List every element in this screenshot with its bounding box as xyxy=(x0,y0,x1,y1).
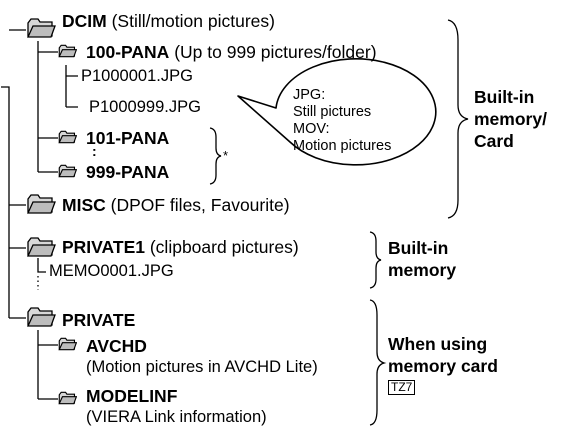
dcim-description: (Still/motion pictures) xyxy=(111,11,275,31)
folder-icon xyxy=(58,44,77,58)
folder-icon xyxy=(26,194,56,214)
pana100-folder-name: 100-PANA xyxy=(86,42,170,62)
file-last: P1000999.JPG xyxy=(89,98,201,116)
pana101-folder-name: 101-PANA xyxy=(86,128,170,148)
label-builtin-card-1: Built-in xyxy=(474,87,535,107)
private-folder-name: PRIVATE xyxy=(62,310,136,330)
folder-icon xyxy=(26,237,56,257)
folder-icon xyxy=(26,18,56,38)
pana999-folder-name: 999-PANA xyxy=(86,162,170,182)
private1-description: (clipboard pictures) xyxy=(149,237,299,257)
modelinf-description: (VIERA Link information) xyxy=(86,408,267,426)
folder-icon xyxy=(58,164,77,178)
label-memcard-2: memory card xyxy=(388,356,498,376)
ellipsis-dots: : xyxy=(92,143,97,159)
label-builtin-1: Built-in xyxy=(388,238,449,258)
callout-line-mov: MOV: xyxy=(293,121,330,137)
file-first: P1000001.JPG xyxy=(81,67,193,85)
dcim-row: DCIM (Still/motion pictures) xyxy=(62,11,275,32)
folder-icon xyxy=(58,130,77,144)
private1-folder-name: PRIVATE1 xyxy=(62,237,145,257)
avchd-folder-name: AVCHD xyxy=(86,336,147,356)
asterisk-note: * xyxy=(223,148,229,163)
misc-row: MISC (DPOF files, Favourite) xyxy=(62,195,290,216)
folder-icon xyxy=(58,391,77,405)
misc-folder-name: MISC xyxy=(62,195,106,215)
dcim-folder-name: DCIM xyxy=(62,11,107,31)
folder-icon xyxy=(26,307,56,327)
callout-line-motion: Motion pictures xyxy=(293,138,392,154)
label-memcard-1: When using xyxy=(388,334,488,354)
callout-line-still: Still pictures xyxy=(293,104,372,120)
private1-row: PRIVATE1 (clipboard pictures) xyxy=(62,237,299,258)
pana100-row: 100-PANA (Up to 999 pictures/folder) xyxy=(86,42,377,63)
label-builtin-card-2: memory/ xyxy=(474,109,547,129)
folder-icon xyxy=(58,337,77,351)
label-builtin-card-3: Card xyxy=(474,131,514,151)
memo-file: MEMO0001.JPG xyxy=(49,262,174,280)
misc-description: (DPOF files, Favourite) xyxy=(110,195,290,215)
modelinf-folder-name: MODELINF xyxy=(86,386,178,406)
avchd-description: (Motion pictures in AVCHD Lite) xyxy=(86,358,318,376)
label-builtin-2: memory xyxy=(388,260,457,280)
pana100-description: (Up to 999 pictures/folder) xyxy=(174,42,377,62)
model-badge: TZ7 xyxy=(388,380,416,395)
callout-bubble xyxy=(237,58,437,166)
callout-line-jpg: JPG: xyxy=(293,87,326,103)
